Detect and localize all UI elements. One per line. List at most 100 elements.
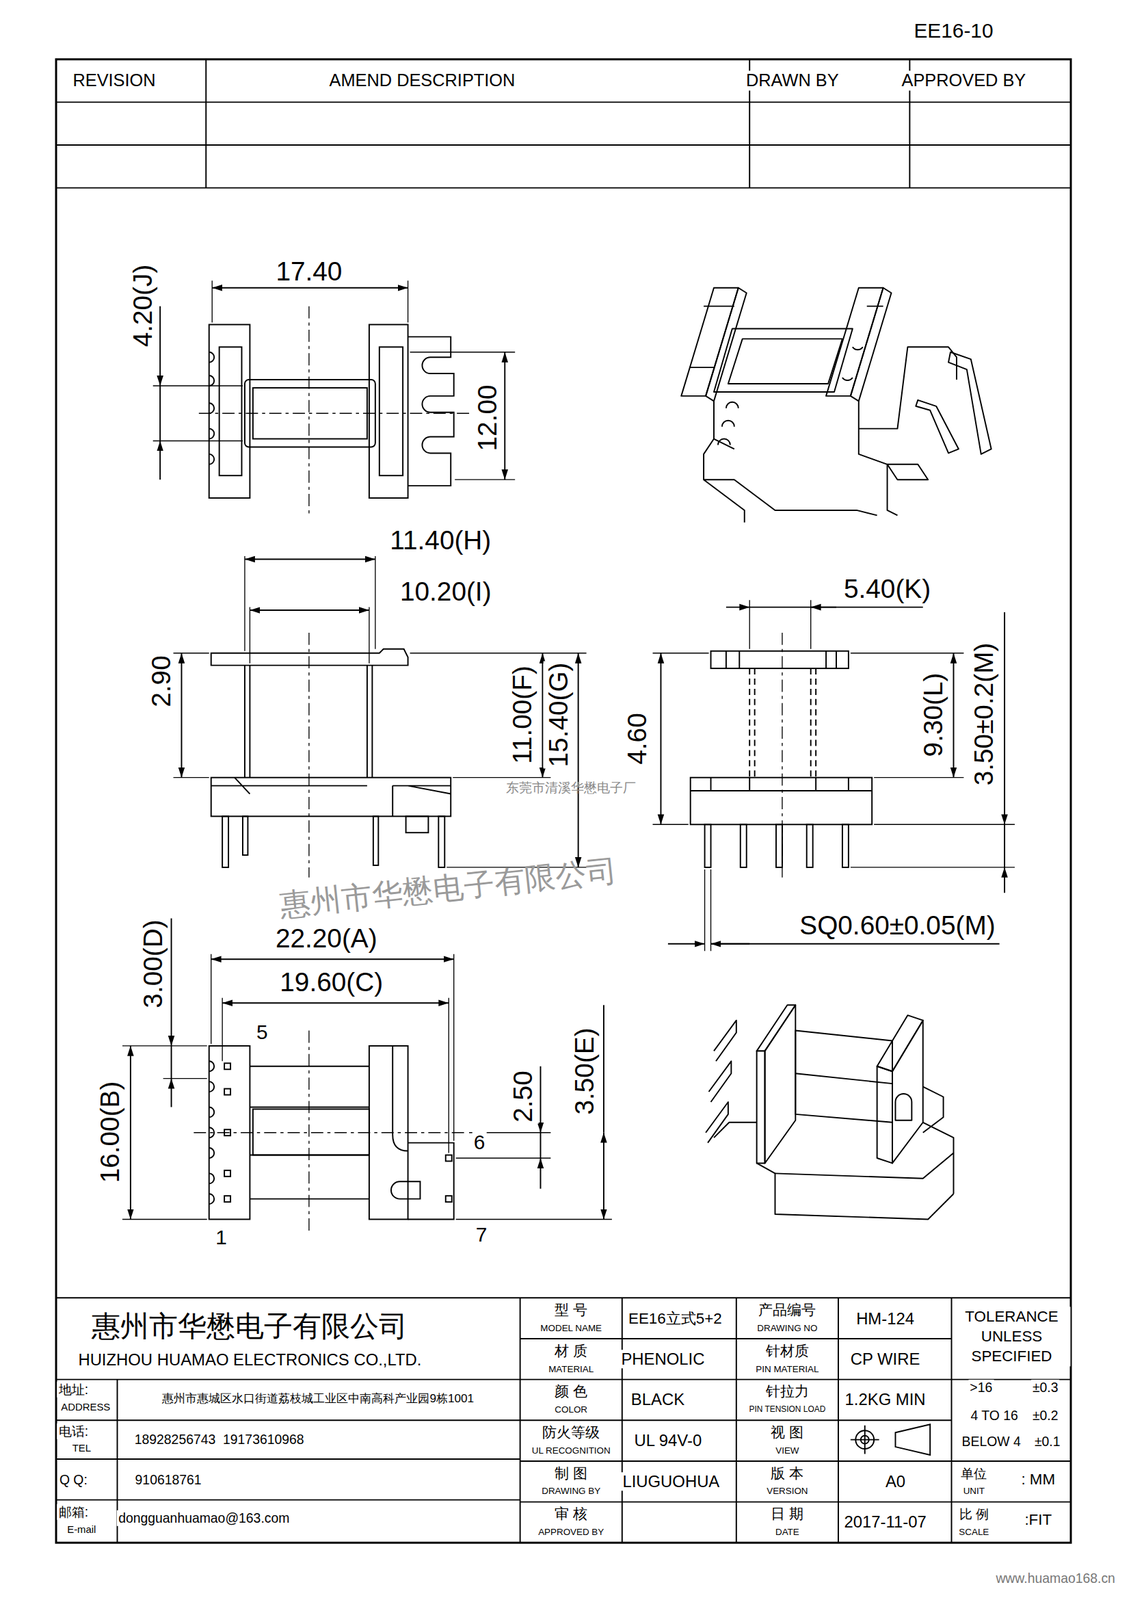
side-view-part xyxy=(668,942,705,945)
bottom-view-part xyxy=(445,1154,452,1162)
dimension-label: 19.60(C) xyxy=(278,966,385,998)
watermark: 东莞市清溪华懋电子厂 xyxy=(504,779,638,795)
iso-view-top-part xyxy=(728,338,843,384)
dimension-label: 4.60 xyxy=(622,711,654,766)
iso-view-bottom-part xyxy=(795,1072,893,1084)
dimension-label: 9.30(L) xyxy=(917,671,949,759)
field-label: VERSION xyxy=(765,1485,809,1497)
field-label: 视 图 xyxy=(769,1423,805,1441)
bottom-view-part xyxy=(391,1180,421,1199)
tolerance-note: BELOW 4 xyxy=(960,1433,1023,1449)
iso-view-bottom-part xyxy=(923,1086,954,1153)
tolerance-note: ±0.1 xyxy=(1033,1433,1062,1449)
field-label: 颜 色 xyxy=(553,1382,589,1400)
iso-view-top-part xyxy=(826,287,884,396)
table-header: AMEND DESCRIPTION xyxy=(328,70,517,91)
side-view-part xyxy=(711,942,1000,945)
field-value: 1.2KG MIN xyxy=(843,1390,928,1409)
field-label: 产品编号 xyxy=(756,1301,818,1318)
side-view-part xyxy=(1003,611,1006,824)
side-view-part xyxy=(690,777,872,825)
field-value: A0 xyxy=(884,1471,907,1490)
pin-number: 7 xyxy=(474,1221,489,1246)
sheet-frame-part xyxy=(520,1297,952,1542)
front-view-part xyxy=(249,609,369,611)
side-view-part xyxy=(806,823,814,868)
field-value: 910618761 xyxy=(134,1470,204,1486)
tolerance-note: ±0.3 xyxy=(1031,1379,1060,1395)
iso-view-top-part xyxy=(713,328,853,392)
field-value: PHENOLIC xyxy=(619,1349,706,1368)
pin-number: 6 xyxy=(472,1130,487,1154)
tolerance-note: ±0.2 xyxy=(1031,1406,1060,1422)
field-label: MATERIAL xyxy=(547,1363,595,1374)
top-view-part xyxy=(211,287,408,289)
field-label: PIN TENSION LOAD xyxy=(748,1404,828,1415)
field-label: DATE xyxy=(774,1526,801,1537)
side-view-part xyxy=(659,653,662,825)
bottom-view-part xyxy=(193,1030,464,1235)
bottom-view-part xyxy=(224,1088,231,1095)
bottom-view-part xyxy=(129,1045,132,1220)
field-label: 型 号 xyxy=(553,1301,589,1318)
field-label: SCALE xyxy=(957,1526,991,1537)
bottom-view-part xyxy=(170,1078,173,1108)
field-label: 针拉力 xyxy=(764,1382,811,1400)
field-value: CP WIRE xyxy=(849,1349,922,1368)
field-value: UL 94V-0 xyxy=(633,1430,704,1449)
bottom-view-part xyxy=(122,953,612,1220)
front-view xyxy=(173,555,587,878)
field-label: Q Q: xyxy=(58,1470,89,1486)
field-value: 惠州市惠城区水口街道荔枝城工业区中南高科产业园9栋1001 xyxy=(160,1391,476,1406)
sheet-frame-part xyxy=(56,1297,1071,1542)
top-view-part xyxy=(159,441,161,481)
top-view-part xyxy=(369,324,409,498)
dimension-label: 4.20(J) xyxy=(127,263,159,349)
front-view-part xyxy=(242,815,248,855)
iso-view-bottom-part xyxy=(756,1004,796,1051)
dimension-label: 2.90 xyxy=(145,654,177,709)
field-value: dongguanhuamao@163.com xyxy=(116,1509,291,1525)
dimension-label: 3.50(E) xyxy=(568,1025,600,1116)
side-view-part xyxy=(1003,867,1006,893)
dimension-label: SQ0.60±0.05(M) xyxy=(797,909,997,941)
front-view-part xyxy=(211,777,451,817)
top-view-part xyxy=(503,352,506,480)
field-label: 地址: xyxy=(57,1381,90,1397)
iso-view-bottom-part xyxy=(877,1066,893,1164)
front-view-part xyxy=(211,648,409,666)
field-label: 制 图 xyxy=(553,1464,589,1482)
field-label: 电话: xyxy=(57,1422,90,1439)
iso-view-top-part xyxy=(717,402,739,446)
bottom-view-part xyxy=(603,1004,605,1132)
table-header: APPROVED BY xyxy=(900,70,1028,91)
iso-view-top-part xyxy=(915,400,959,454)
side-view-part xyxy=(1003,823,1006,868)
iso-view-top-part xyxy=(689,306,735,368)
front-view-part xyxy=(438,815,445,868)
iso-view-bottom-part xyxy=(756,1050,766,1163)
side-view xyxy=(653,599,1015,951)
pin-number: 1 xyxy=(214,1225,229,1249)
top-view-part xyxy=(209,352,215,465)
tolerance-note: TOLERANCE UNLESS SPECIFIED xyxy=(953,1306,1071,1366)
top-view-part xyxy=(408,336,455,486)
tolerance-note: 4 TO 16 xyxy=(968,1406,1019,1422)
bottom-view-part xyxy=(392,1045,408,1151)
footer-url: www.huamao168.cn xyxy=(994,1569,1116,1586)
dimension-label: 10.20(I) xyxy=(398,576,494,608)
iso-view-bottom-part xyxy=(713,1122,954,1220)
iso-view-bottom-part xyxy=(765,1004,796,1163)
top-view-part xyxy=(379,346,403,476)
top-view-part xyxy=(198,306,480,516)
iso-view-top-part xyxy=(948,352,992,455)
sheet-frame-part xyxy=(895,1423,930,1455)
top-view-part xyxy=(219,346,243,476)
field-label: VIEW xyxy=(774,1444,801,1456)
side-view-part xyxy=(842,823,849,868)
top-view xyxy=(153,280,515,515)
iso-view-top-part xyxy=(713,400,898,515)
front-view-part xyxy=(244,558,376,561)
field-value: :FIT xyxy=(1022,1510,1054,1529)
